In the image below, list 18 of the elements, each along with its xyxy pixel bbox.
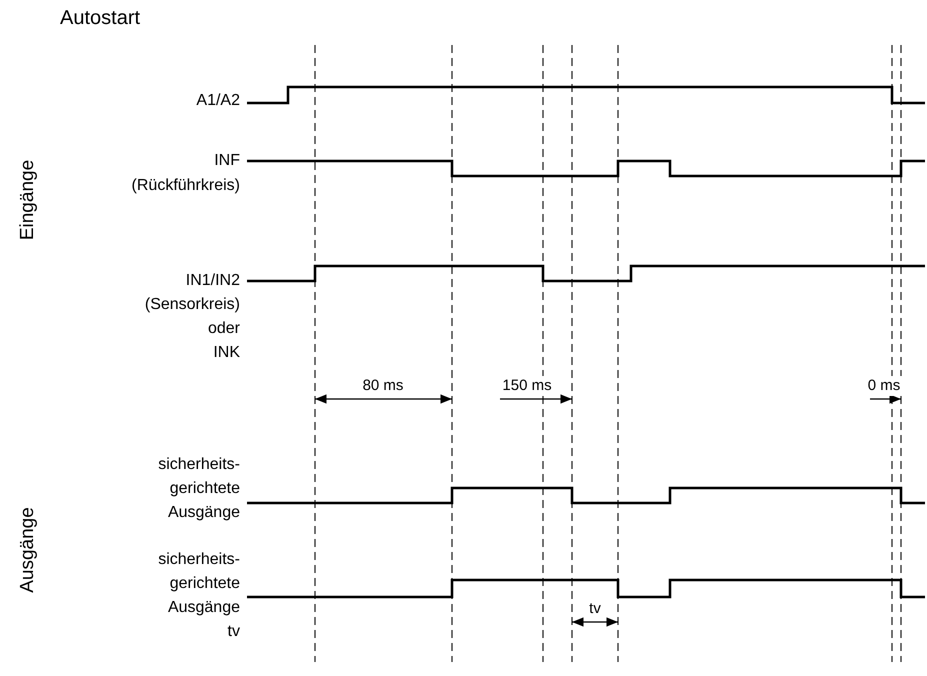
signal-label: gerichtete (170, 479, 240, 499)
group-label: Ausgänge (16, 507, 39, 593)
signal-label: Ausgänge (168, 598, 240, 618)
signal-label: oder (208, 319, 240, 339)
signal-label: sicherheits- (158, 550, 240, 570)
signal-label: gerichtete (170, 574, 240, 594)
signal-label: INK (213, 343, 240, 363)
time-label: 0 ms (866, 376, 902, 396)
signal-label: IN1/IN2 (186, 271, 240, 291)
signal-label: Ausgänge (168, 503, 240, 523)
signal-label: (Sensorkreis) (144, 295, 240, 315)
signal-label: A1/A2 (196, 91, 240, 111)
signal-label: INF (214, 151, 240, 171)
signal-label: sicherheits- (158, 455, 240, 475)
group-label: Eingänge (16, 160, 39, 240)
diagram-title: Autostart (60, 6, 140, 30)
signal-label: tv (228, 622, 240, 642)
signal-label: (Rückführkreis) (132, 176, 240, 196)
